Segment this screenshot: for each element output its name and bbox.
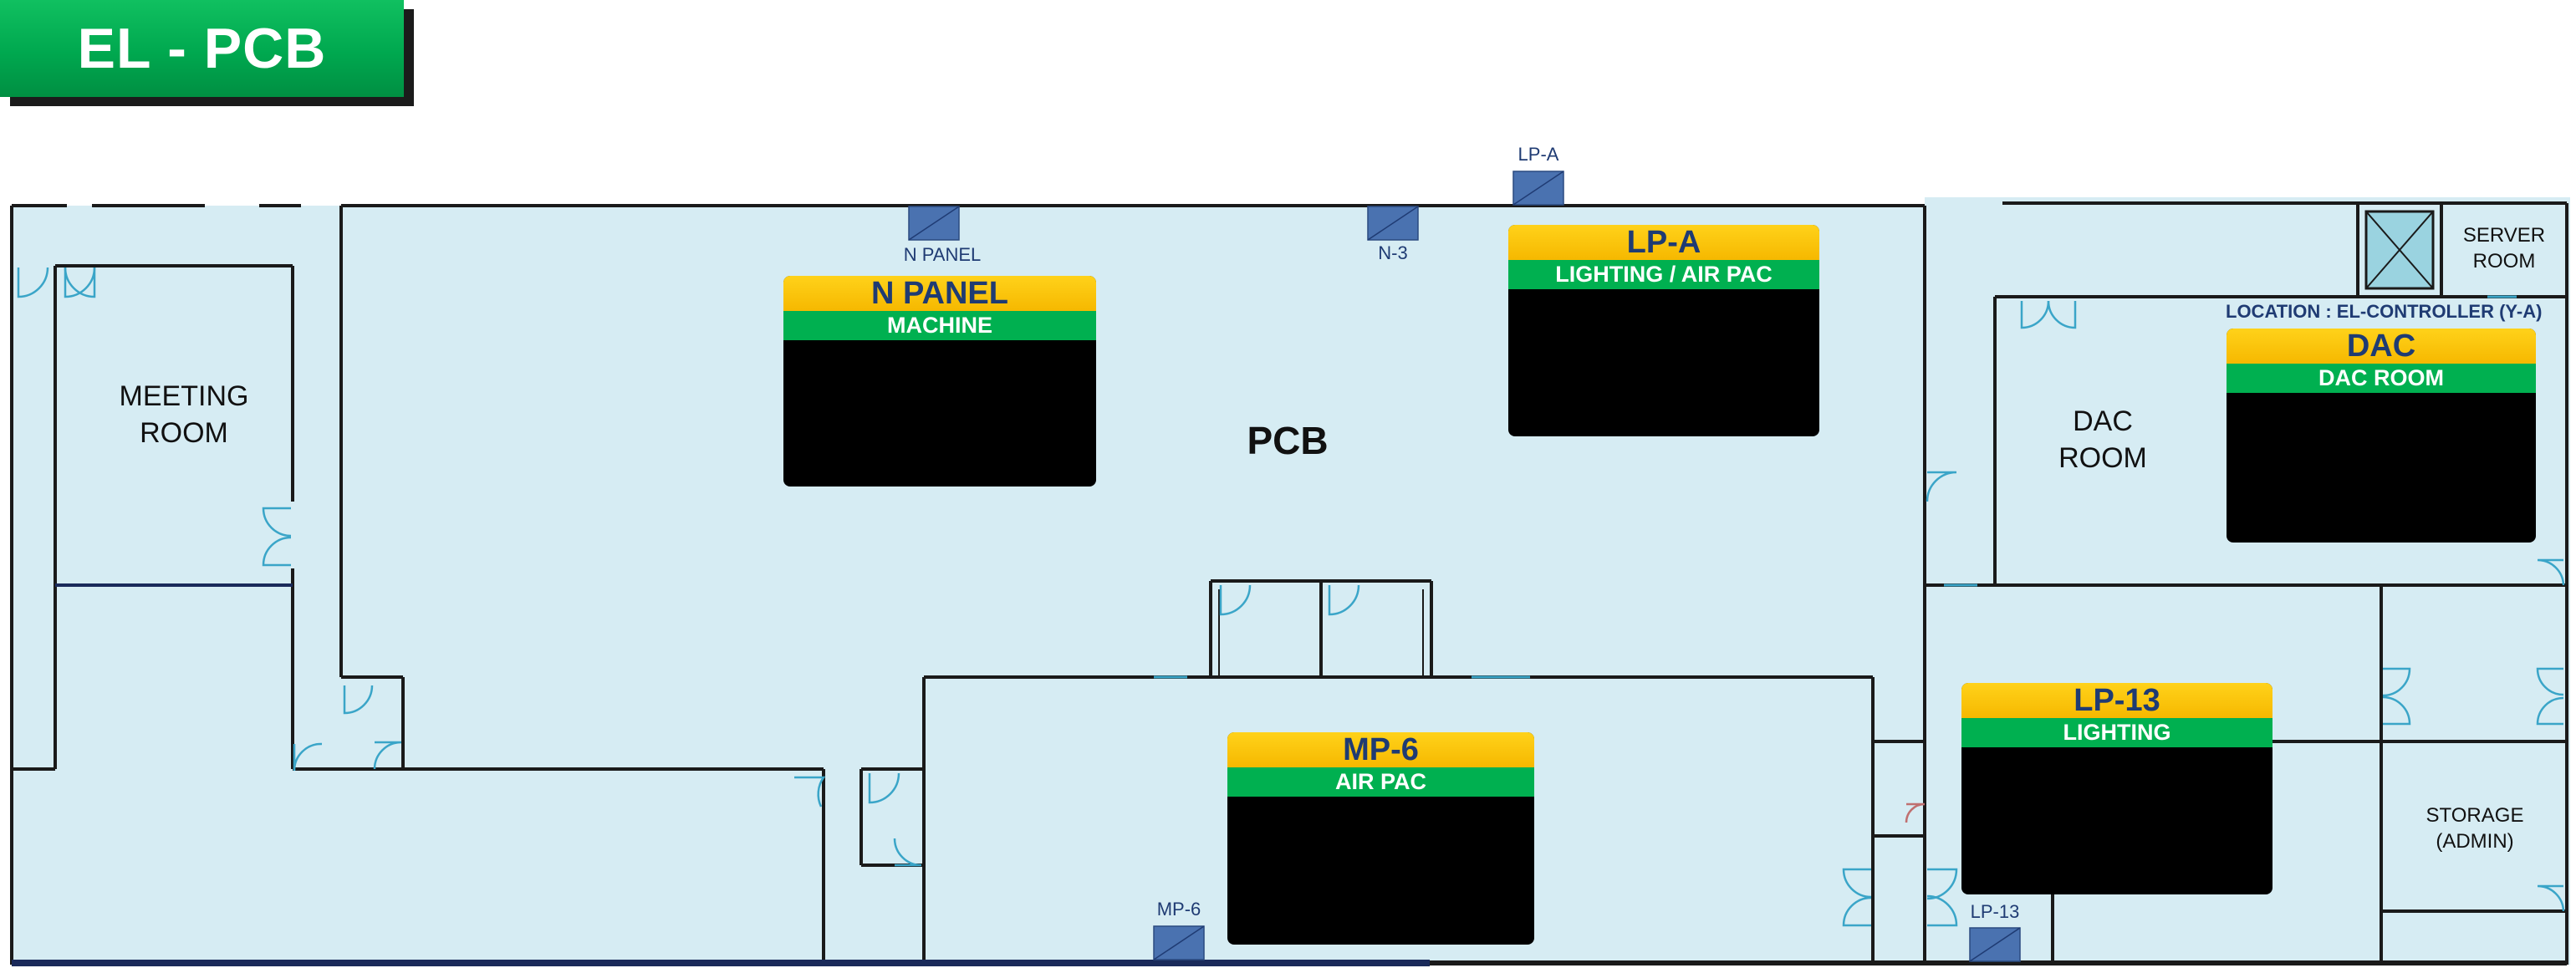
marker-label-lp-a: LP-A <box>1518 144 1559 165</box>
location-note: LOCATION : EL-CONTROLLER (Y-A) <box>2226 301 2543 322</box>
panel-marker-mp-6 <box>1153 925 1205 960</box>
room-label-server: SERVER ROOM <box>2462 224 2546 273</box>
panel-description: AIR PAC <box>1227 767 1534 797</box>
room-label-meeting: MEETING ROOM <box>119 380 249 450</box>
panel-description: DAC ROOM <box>2227 364 2536 393</box>
window-marks <box>1154 295 2517 679</box>
panel-card-n-panel: N PANEL MACHINE <box>783 276 1096 487</box>
panel-card-mp-6: MP-6 AIR PAC <box>1227 732 1534 945</box>
panel-marker-n-panel <box>908 206 960 241</box>
door-swings <box>17 267 2565 927</box>
panel-name: LP-A <box>1508 225 1819 260</box>
panel-name: N PANEL <box>783 276 1096 311</box>
panel-description: LIGHTING <box>1961 718 2272 747</box>
marker-label-mp-6: MP-6 <box>1156 899 1201 920</box>
panel-marker-lp-a <box>1512 171 1564 206</box>
panel-description: LIGHTING / AIR PAC <box>1508 260 1819 289</box>
panel-marker-lp-13 <box>1969 927 2021 962</box>
panel-card-dac: DAC DAC ROOM <box>2227 329 2536 543</box>
walls <box>10 201 2568 965</box>
page-title-badge: EL - PCB <box>0 0 404 97</box>
panel-card-lp-a: LP-A LIGHTING / AIR PAC <box>1508 225 1819 436</box>
elevator-shaft <box>2364 210 2435 290</box>
panel-description: MACHINE <box>783 311 1096 340</box>
room-label-pcb: PCB <box>1247 419 1329 462</box>
page-title: EL - PCB <box>77 17 327 80</box>
marker-label-lp-13: LP-13 <box>1970 901 2020 922</box>
marker-label-n-3: N-3 <box>1378 242 1408 263</box>
panel-name: MP-6 <box>1227 732 1534 767</box>
panel-name: LP-13 <box>1961 683 2272 718</box>
panel-name: DAC <box>2227 329 2536 364</box>
panel-marker-n-3 <box>1367 206 1419 241</box>
panel-card-lp-13: LP-13 LIGHTING <box>1961 683 2272 894</box>
room-label-storage: STORAGE (ADMIN) <box>2426 804 2524 853</box>
room-label-dac: DAC ROOM <box>2058 405 2147 475</box>
marker-label-n-panel: N PANEL <box>903 244 982 265</box>
